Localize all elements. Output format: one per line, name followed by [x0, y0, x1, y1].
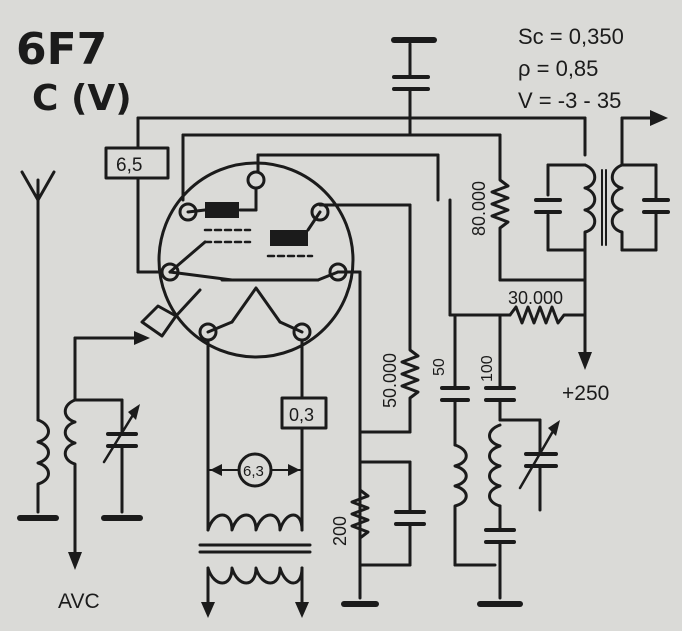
tube-type-title: 6F7: [16, 24, 107, 75]
avc-arrow-icon: [68, 552, 82, 570]
antenna-coil: [36, 418, 50, 514]
tube-grids: [203, 228, 314, 258]
param-rho: ρ = 0,85: [518, 56, 598, 81]
tube-pin-top: [246, 170, 266, 190]
label-resistor-6-5: 6,5: [116, 155, 142, 176]
heater-arrow-right-icon: [288, 464, 300, 476]
transformer-secondary-coil: [610, 163, 624, 252]
supply-arrow-icon: [578, 352, 592, 370]
coupling-coil: [453, 443, 468, 567]
label-avc: AVC: [58, 590, 100, 613]
param-v: V = -3 - 35: [518, 88, 621, 113]
label-resistor-200: 200: [330, 516, 350, 546]
tube-filament: [230, 286, 282, 324]
triode-anode: [270, 230, 308, 246]
tube-envelope: [157, 161, 355, 359]
param-sc: Sc = 0,350: [518, 24, 624, 49]
label-capacitor-100: 100: [479, 355, 496, 382]
label-heater-6-3: 6,3: [243, 463, 264, 480]
grid-feed-arrow-icon: [134, 331, 150, 345]
input-variable-cap-arrow-icon: [128, 404, 140, 420]
resistor-80000: [490, 158, 510, 282]
label-resistor-50000: 50.000: [380, 353, 400, 408]
tube-class-subtitle: C (V): [32, 78, 132, 119]
variable-cap-arrow-icon: [548, 420, 560, 436]
resistor-200: [350, 478, 370, 567]
resistor-6-5-box: [104, 146, 170, 180]
output-arrow-icon: [650, 110, 668, 126]
resistor-50000: [400, 338, 420, 434]
top-ground-symbol: [391, 37, 437, 77]
transformer-primary-coil: [583, 163, 597, 252]
input-tuning-coil: [63, 398, 77, 492]
heater-arrow-left-icon: [210, 464, 222, 476]
label-supply-voltage: +250: [562, 382, 609, 405]
heater-6-3-circle: [237, 452, 273, 488]
heater-out-right-arrow-icon: [295, 602, 309, 618]
top-capacitor: [392, 75, 430, 91]
heater-primary-coil: [206, 513, 304, 532]
grid-cap: [140, 304, 178, 338]
heater-out-left-arrow-icon: [201, 602, 215, 618]
label-resistor-30000: 30.000: [508, 288, 563, 308]
label-resistor-80000: 80.000: [469, 181, 489, 236]
resistor-30000: [508, 305, 587, 325]
diode-anode: [205, 202, 239, 218]
label-resistor-0-3: 0,3: [289, 405, 314, 425]
heater-secondary-coil: [206, 566, 304, 585]
antenna-icon: [20, 170, 56, 422]
label-capacitor-50: 50: [431, 358, 448, 376]
oscillator-coil: [488, 423, 502, 508]
resistor-0-3-box: [280, 396, 328, 430]
wiring: [17, 37, 670, 618]
